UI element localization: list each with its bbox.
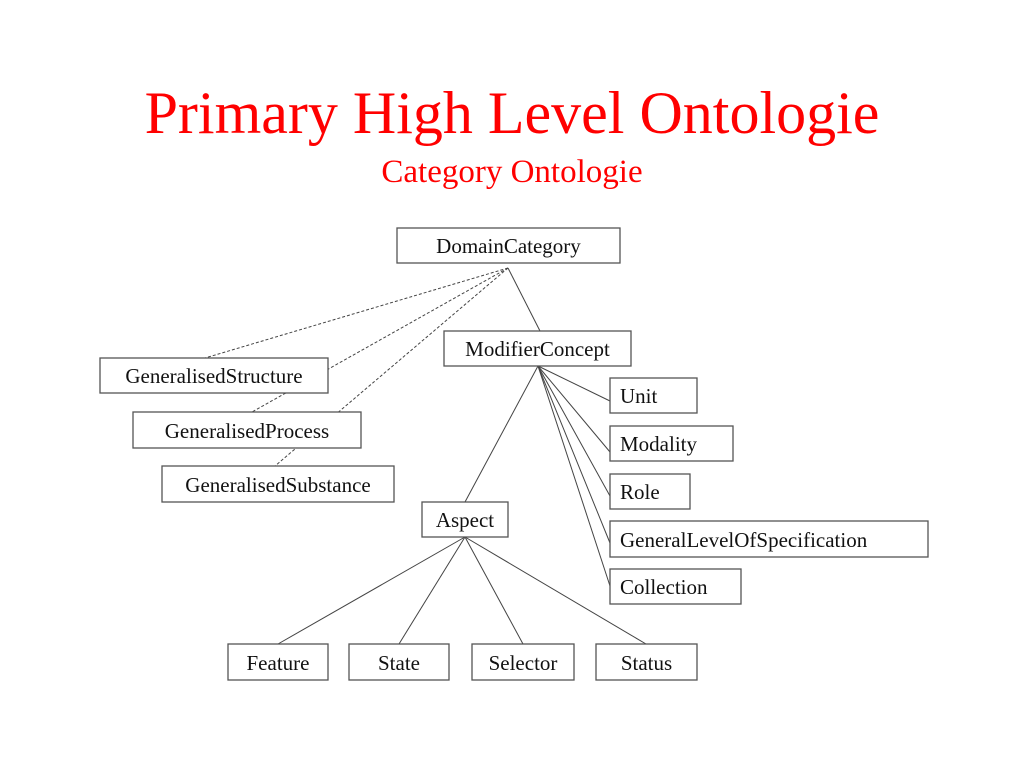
edge-modifier-concept-to-aspect: [464, 365, 539, 503]
node-modality: Modality: [609, 425, 734, 462]
node-generalised-structure: GeneralisedStructure: [99, 357, 329, 394]
edge-modifier-concept-to-modality: [537, 365, 611, 453]
edge-aspect-to-status: [464, 536, 647, 645]
slide-title: Primary High Level Ontologie: [144, 80, 880, 146]
node-label-role: Role: [620, 480, 660, 504]
node-label-collection: Collection: [620, 575, 708, 599]
node-label-selector: Selector: [489, 651, 558, 675]
node-label-modality: Modality: [620, 432, 697, 456]
diagram-edges: [204, 267, 647, 645]
edge-domain-category-to-generalised-structure: [204, 267, 509, 359]
node-modifier-concept: ModifierConcept: [443, 330, 632, 367]
node-aspect: Aspect: [421, 501, 509, 538]
node-feature: Feature: [227, 643, 329, 681]
node-status: Status: [595, 643, 698, 681]
node-collection: Collection: [609, 568, 742, 605]
edge-aspect-to-selector: [464, 536, 524, 645]
node-label-domain-category: DomainCategory: [436, 234, 581, 258]
node-general-level-of-specification: GeneralLevelOfSpecification: [609, 520, 929, 558]
node-selector: Selector: [471, 643, 575, 681]
node-label-general-level-of-specification: GeneralLevelOfSpecification: [620, 528, 868, 552]
node-domain-category: DomainCategory: [396, 227, 621, 264]
node-label-unit: Unit: [620, 384, 658, 408]
node-label-state: State: [378, 651, 420, 675]
edge-modifier-concept-to-general-level-of-specification: [537, 365, 611, 544]
node-generalised-substance: GeneralisedSubstance: [161, 465, 395, 503]
edge-modifier-concept-to-role: [537, 365, 611, 497]
node-label-generalised-substance: GeneralisedSubstance: [185, 473, 370, 497]
edge-modifier-concept-to-collection: [537, 365, 611, 587]
node-role: Role: [609, 473, 691, 510]
node-unit: Unit: [609, 377, 698, 414]
node-state: State: [348, 643, 450, 681]
edge-aspect-to-feature: [277, 536, 466, 645]
edge-domain-category-to-generalised-substance: [274, 267, 509, 467]
diagram-nodes: DomainCategory ModifierConcept Generalis…: [99, 227, 929, 681]
edge-domain-category-to-modifier-concept: [507, 267, 541, 332]
edge-aspect-to-state: [398, 536, 466, 645]
node-generalised-process: GeneralisedProcess: [132, 411, 362, 449]
node-label-aspect: Aspect: [436, 508, 494, 532]
node-label-feature: Feature: [247, 651, 310, 675]
edge-modifier-concept-to-unit: [537, 365, 611, 402]
slide-subtitle: Category Ontologie: [381, 154, 643, 190]
node-label-generalised-structure: GeneralisedStructure: [125, 364, 302, 388]
node-label-generalised-process: GeneralisedProcess: [165, 419, 329, 443]
node-label-modifier-concept: ModifierConcept: [465, 337, 610, 361]
node-label-status: Status: [621, 651, 672, 675]
edge-domain-category-to-generalised-process: [251, 267, 509, 413]
